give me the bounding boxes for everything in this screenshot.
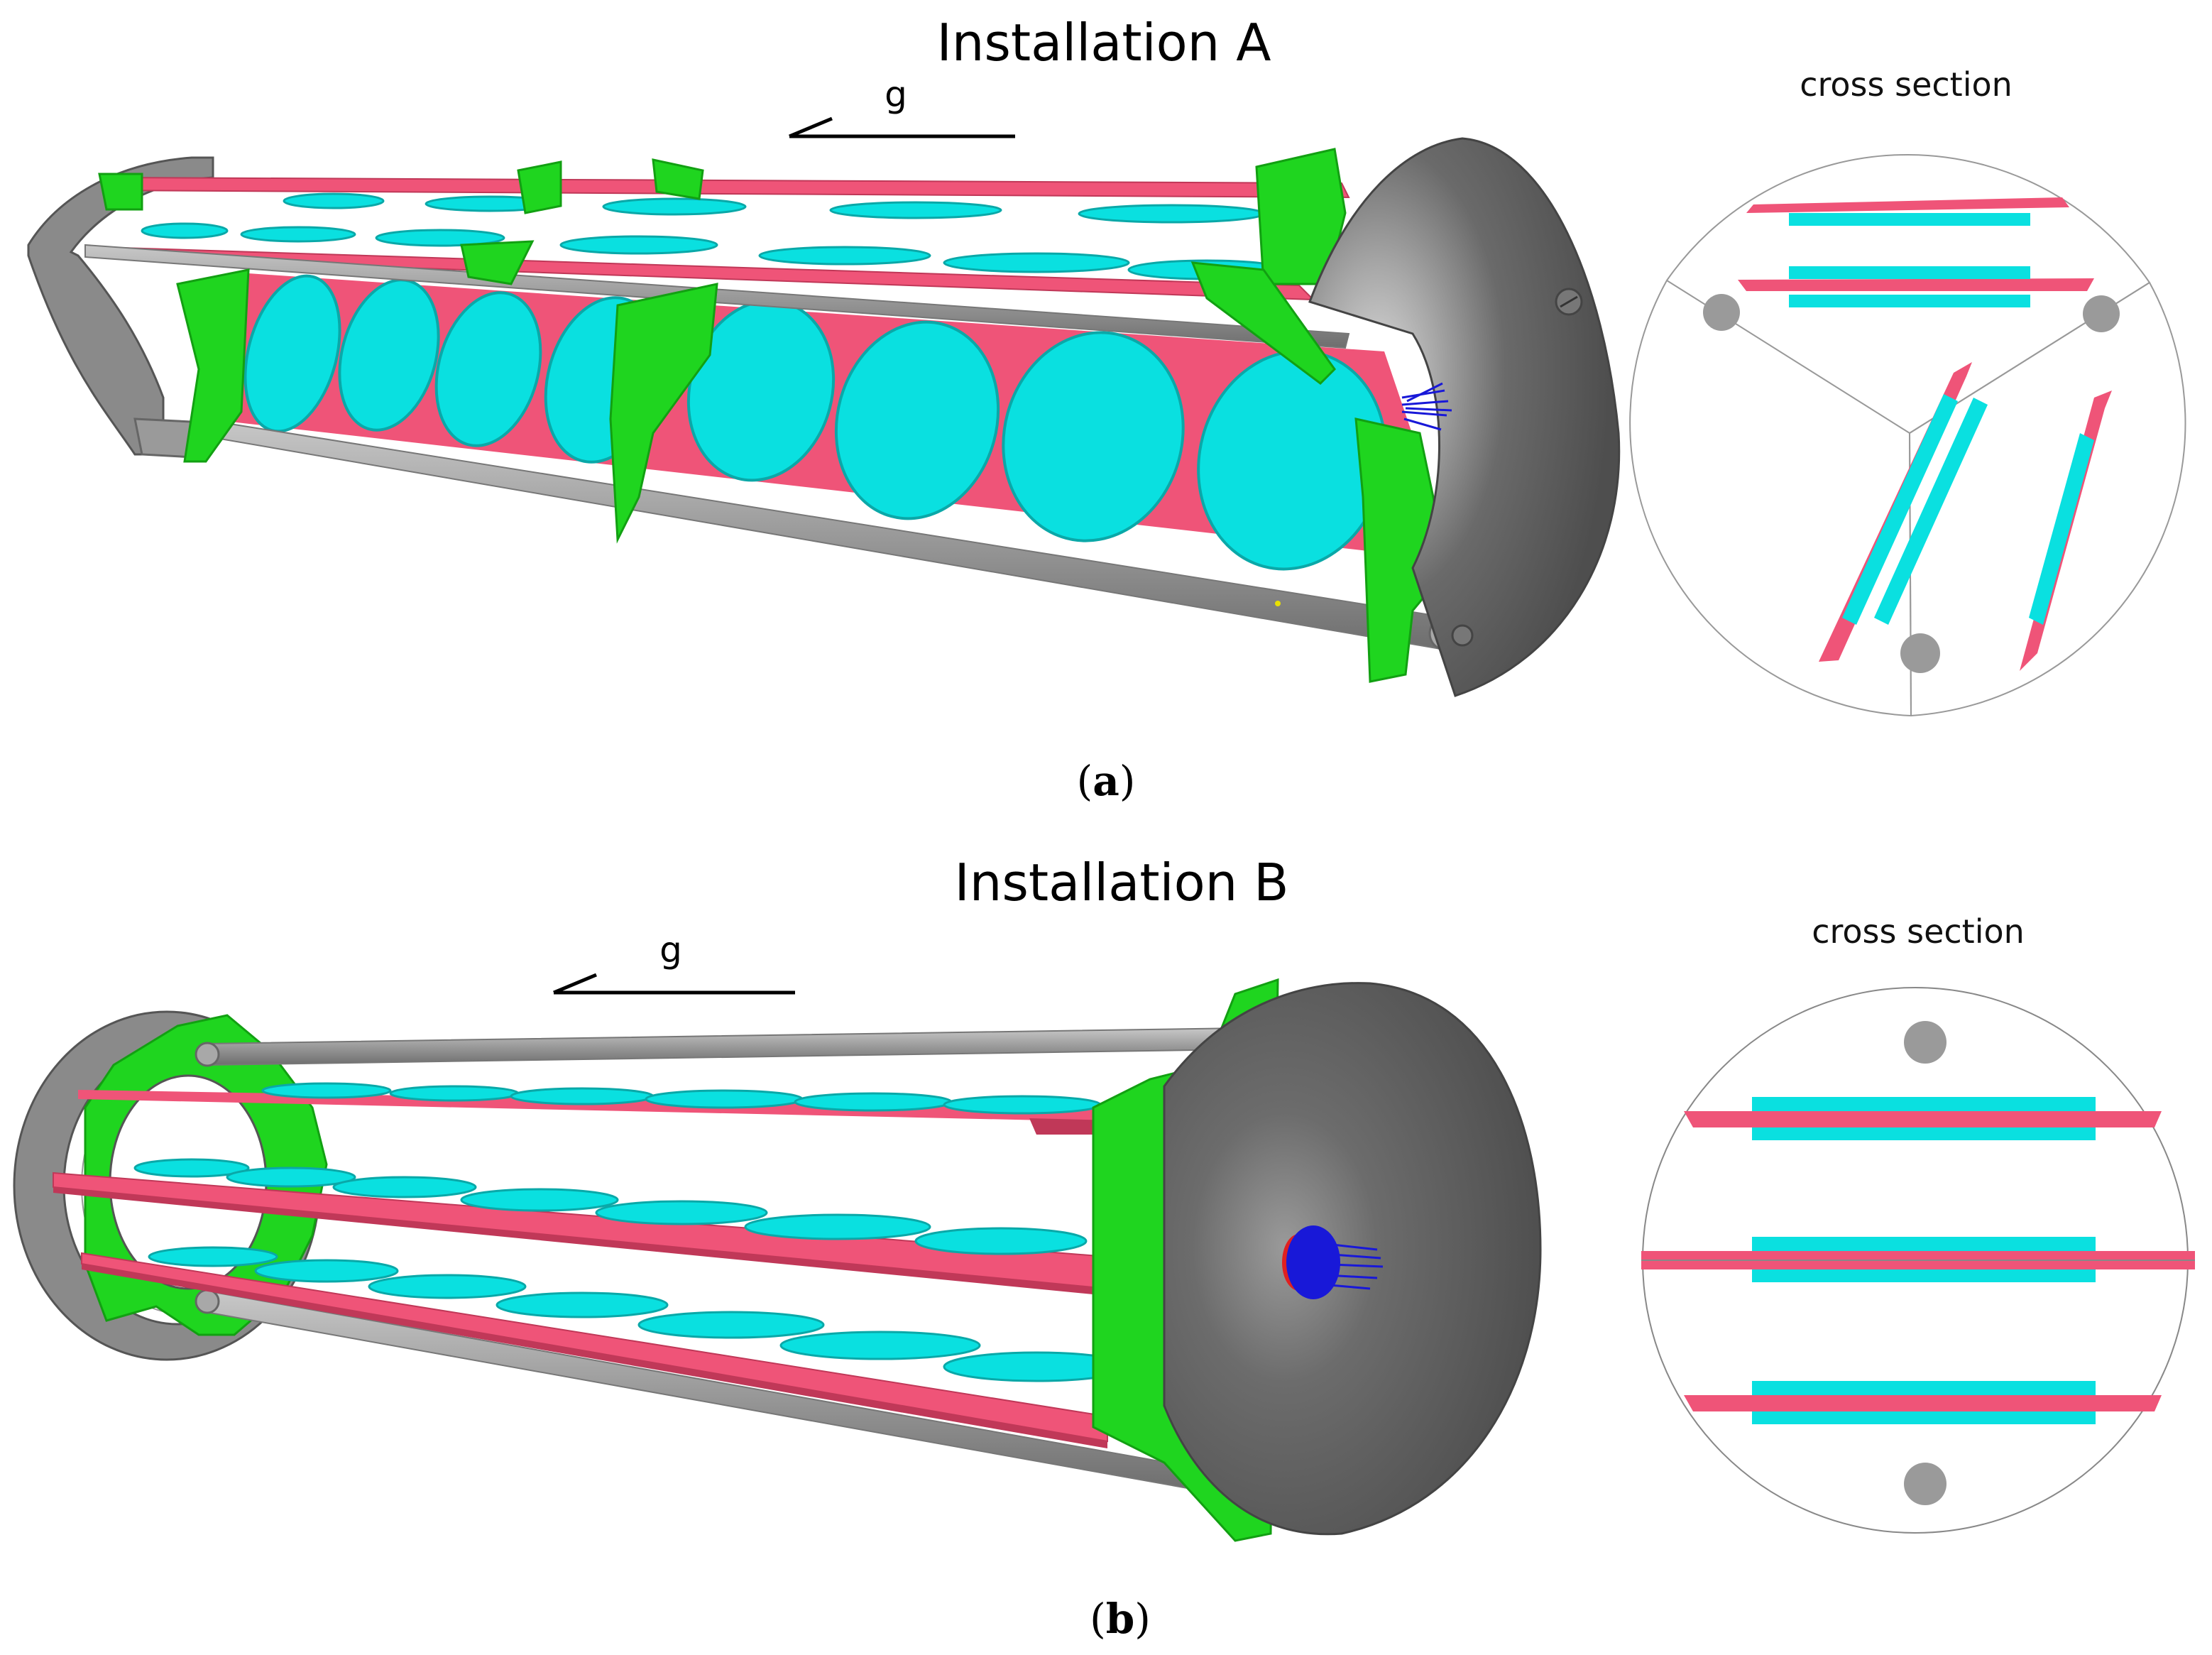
rod-top-a — [84, 244, 1350, 349]
panel-a-title: Installation A — [937, 13, 1271, 72]
plate-middle-b — [53, 1158, 1108, 1296]
panel-b: Installation B g — [13, 853, 2195, 1643]
plate-bottom-b — [81, 1246, 1130, 1448]
rod-top-b — [205, 1027, 1245, 1066]
cross-section-label-a: cross section — [1800, 65, 2013, 104]
cross-section-a: cross section — [1629, 65, 2186, 717]
support-frames-a — [98, 148, 1450, 683]
cs-a-rods — [1703, 294, 2120, 673]
gravity-arrow-a: g — [789, 74, 1015, 138]
jet-a — [1401, 382, 1452, 431]
gravity-arrow-b: g — [553, 929, 795, 995]
cross-section-b: cross section — [1641, 912, 2195, 1534]
installation-b-model — [13, 978, 1542, 1542]
discs-top-a — [283, 192, 1265, 224]
plate-top-a — [106, 176, 1350, 199]
cross-section-a-outline — [1629, 153, 2151, 717]
panel-b-title: Installation B — [954, 853, 1288, 912]
cs-a-discs — [1789, 213, 2094, 625]
gravity-label-a: g — [885, 74, 907, 115]
panel-a: Installation A g — [27, 13, 2186, 805]
end-ring-left-a — [27, 156, 214, 456]
cone-b — [1163, 982, 1542, 1536]
cs-b-rods — [1904, 1021, 1947, 1505]
installation-a-model — [27, 137, 1621, 697]
jet-b — [1282, 1225, 1384, 1299]
cross-section-label-b: cross section — [1812, 912, 2025, 951]
cs-b-plates — [1641, 1111, 2195, 1411]
caption-a: (a) — [1077, 757, 1136, 805]
cs-b-discs — [1752, 1097, 2096, 1424]
cone-a — [1308, 137, 1621, 697]
caption-b: (b) — [1090, 1595, 1151, 1643]
gravity-label-b: g — [659, 929, 682, 971]
